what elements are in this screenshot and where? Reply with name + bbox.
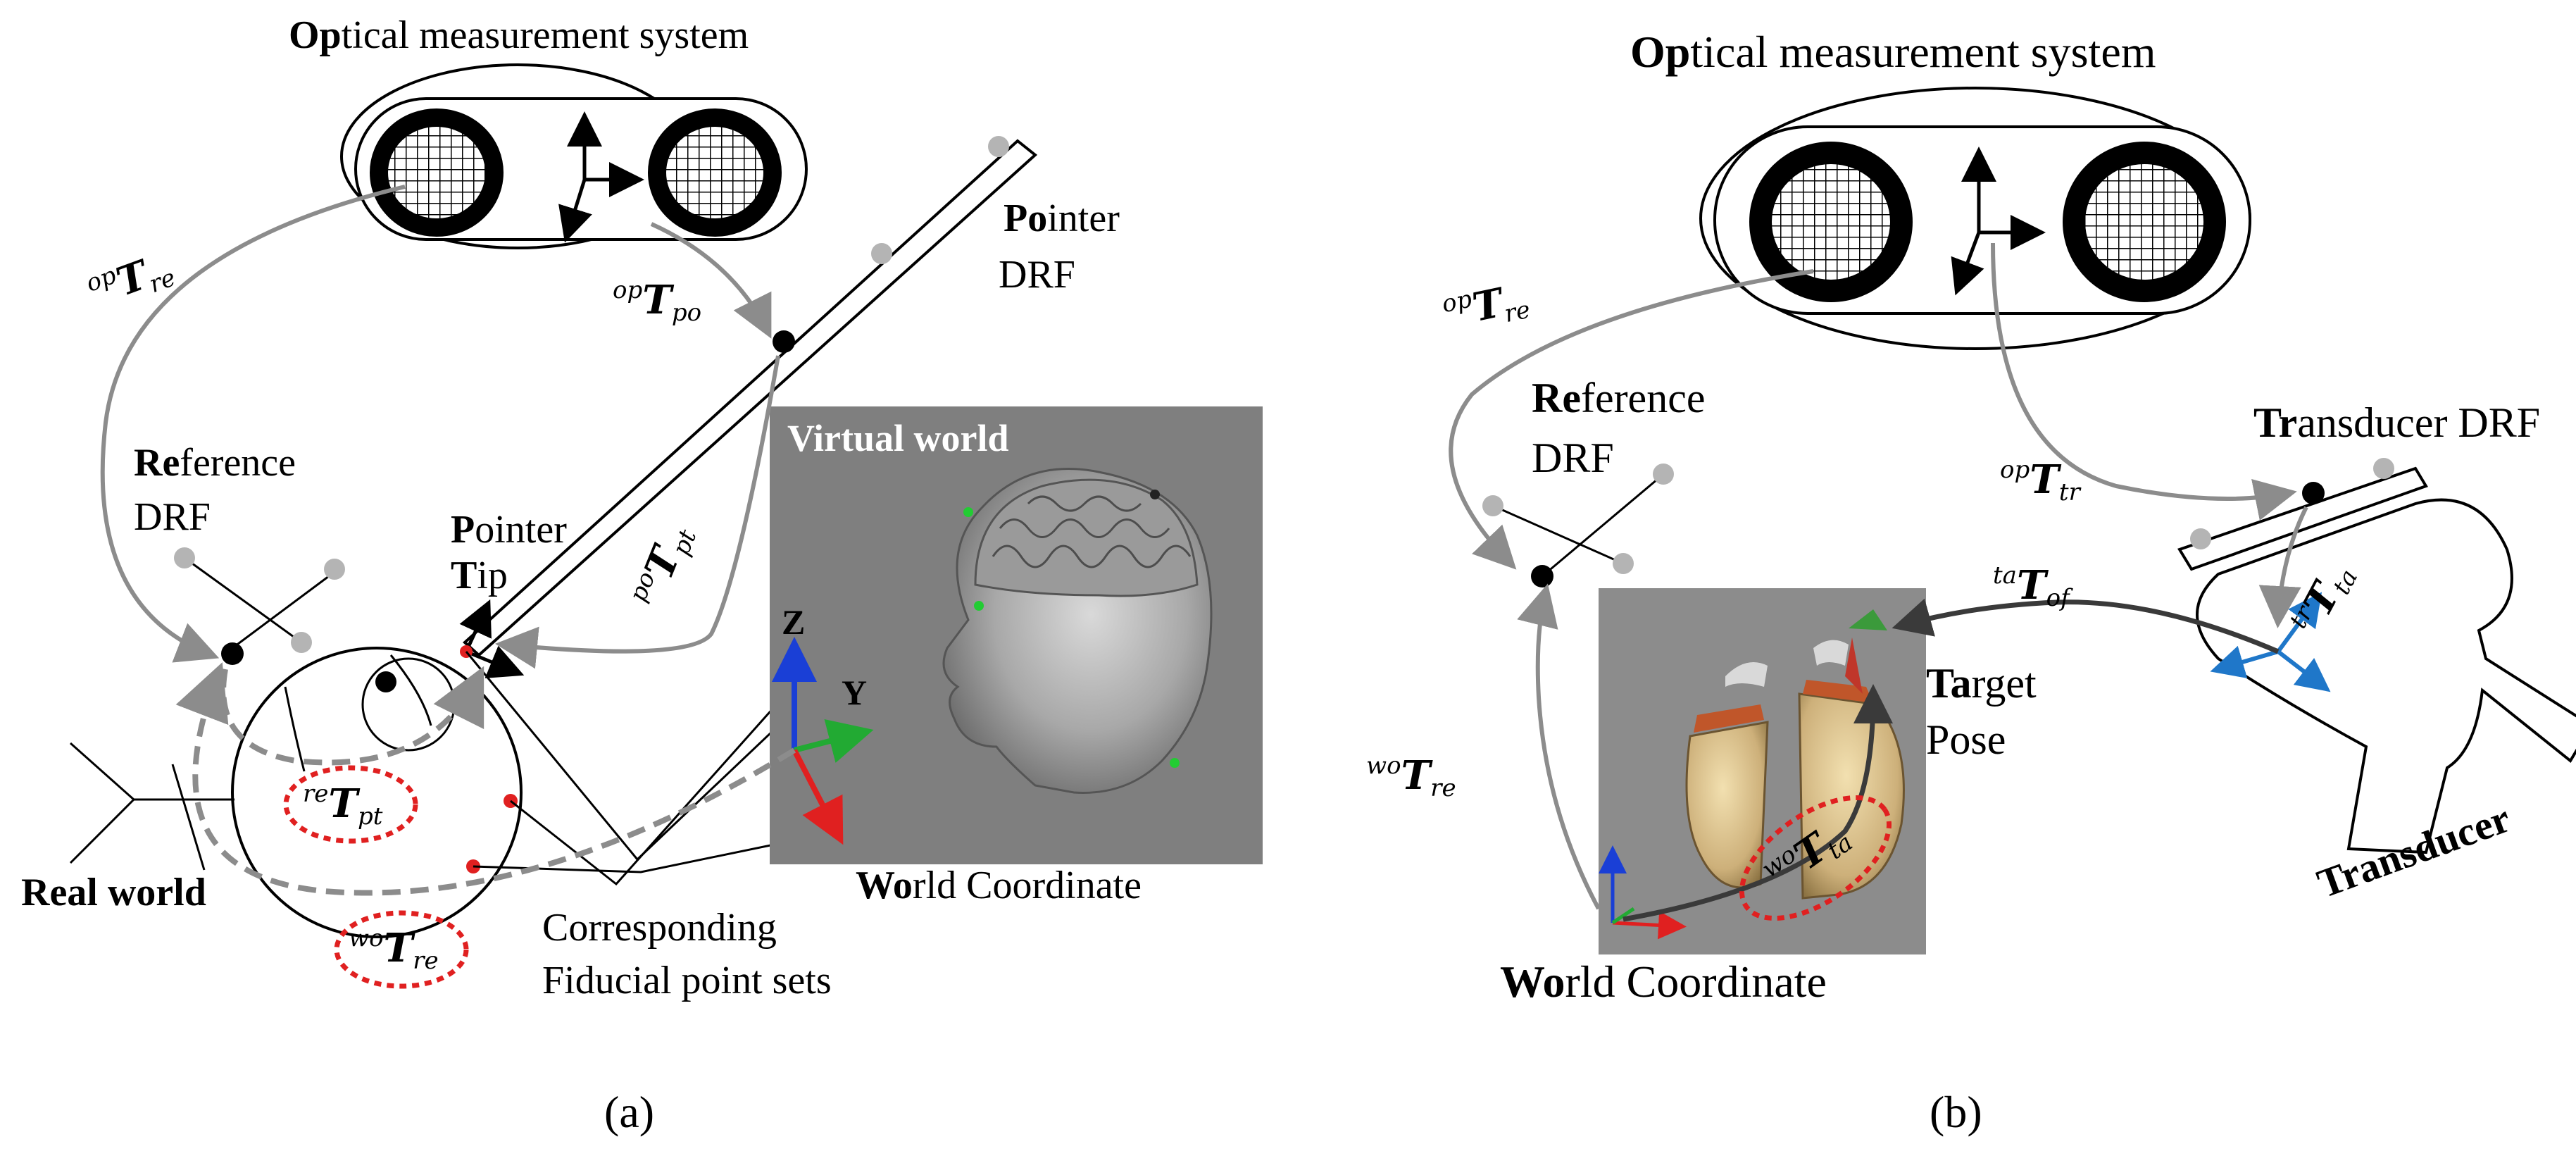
arrow-ta-of-b [1892,598,2280,654]
panel-a: Optical measurement system Pointer DRF P… [21,13,1263,1137]
t-wo-re-label-a: woTre [349,924,439,975]
real-head-inner-circle [361,657,456,752]
t-op-re-label-b: opTre [1439,273,1533,340]
transducer-marker-1 [2190,528,2211,549]
virtual-fiducial-1 [963,507,973,517]
t-ta-of-label-b: taTof [1993,561,2073,612]
optical-system-title-b: Optical measurement system [1630,27,2156,77]
arrow-op-po-a [650,222,772,339]
virtual-world-axes: Z Y [772,602,874,845]
t-op-po-label-a: opTpo [613,276,701,327]
reference-marker-2-a [324,559,345,580]
optical-system-b: Optical measurement system [1630,27,2251,350]
arrow-po-pt-a [495,355,780,669]
pointer-drf-origin [773,330,795,353]
optical-system-title-a: Optical measurement system [289,13,749,57]
pointer-marker-2 [871,243,892,264]
real-world-head: Real world [21,647,523,938]
target-pose-label: Target [1926,660,2037,707]
camera-lens-left-b [1749,142,1913,302]
face-cut-left [1694,704,1764,733]
pointer-tip-label: Pointer [451,508,567,552]
virtual-fiducial-2 [974,601,984,611]
optical-system-a: Optical measurement system [289,13,808,249]
world-coordinate-label-b: World Coordinate [1500,957,1827,1007]
reference-marker-1-a [174,547,195,568]
brain-gyri [992,495,1192,568]
pointer-tip-in-head [375,671,396,692]
t-wo-re-label-b: woTre [1366,752,1456,802]
arrow-wo-ta-b [1622,684,1893,922]
arrow-op-re-b [1449,269,1814,570]
fiducial-sets-label: Fiducial point sets [542,959,832,1002]
virtual-world-panel: Virtual world Z Y [770,406,1263,864]
real-world-body [69,742,235,871]
t-po-pt-label-a: poTpt [624,517,703,614]
panel-b-letter: (b) [1930,1087,1982,1137]
reference-origin-b [1531,565,1553,587]
arrow-tr-ta-b [2258,506,2308,628]
reference-origin-a [221,642,244,665]
skull-fragment-1 [1725,662,1768,687]
panel-b: Optical measurement system Reference DRF [1366,27,2576,1137]
axis-y-label: Y [842,673,867,712]
reference-marker-2-b [1653,464,1674,485]
panel-a-letter: (a) [604,1087,654,1137]
t-op-tr-label-b: opTtr [2000,456,2082,506]
reference-drf-label-a-line2: DRF [134,495,211,539]
transducer-device: Transducer [2177,458,2576,907]
transducer-drf-origin [2302,482,2325,504]
pointer-marker-1 [988,136,1009,157]
world-image-panel-b [1599,588,1926,954]
pointer-tool: Pointer DRF [463,136,1120,657]
arrow-re-pt-dashed [220,666,484,766]
camera-lens-right-a [648,108,782,237]
world-axis-x-b [1612,911,1687,940]
virtual-fiducial-3 [1170,758,1180,768]
highlight-wo-ta-b [1739,795,1892,921]
transducer-body [2196,498,2576,854]
reference-marker-3-b [1613,553,1634,574]
arrow-op-re-a [100,185,406,663]
real-head-outline [231,647,523,938]
world-axis-y-b [1611,907,1635,925]
reference-drf-label-b: Reference [1532,375,1705,421]
reference-drf-label-b-line2: DRF [1532,435,1614,481]
pointer-tip-label-line2: Tip [451,554,508,597]
world-coordinate-label-a: World Coordinate [856,864,1142,907]
camera-lens-left-a [370,108,504,237]
pointer-drf-label-line2: DRF [999,253,1075,297]
transducer-drf-label: Transducer DRF [2253,399,2540,446]
target-pose-red [1845,638,1863,694]
axis-z-label: Z [782,602,805,642]
target-pose-label-line2: Pose [1926,716,2006,763]
arrow-wo-re-dashed [175,662,796,896]
camera-lens-right-b [2063,142,2226,302]
arrow-op-tr-b [1991,242,2297,521]
reference-marker-3-a [291,632,312,653]
highlight-wo-re-a [334,910,469,989]
optical-frame-axes-b [1951,147,2046,296]
reference-drf-b: Reference DRF [1482,375,1705,587]
corresponding-label: Corresponding [542,906,777,950]
pointer-drf-label: Pointer [1003,197,1120,240]
arrow-wo-re-b [1517,583,1601,910]
target-pose-green [1849,609,1887,630]
t-op-re-label-a: opTre [82,242,180,319]
reference-drf-a: Reference DRF [134,441,345,665]
t-re-pt-label: reTpt [303,780,383,831]
highlight-re-pt [283,765,418,844]
reference-marker-1-b [1482,495,1503,516]
virtual-fiducial-4 [1150,490,1160,499]
skull-fragment-2 [1813,640,1849,666]
real-world-label: Real world [21,871,206,914]
virtual-world-title: Virtual world [787,417,1008,459]
transducer-marker-2 [2373,458,2394,479]
optical-frame-axes-a [558,111,644,243]
reference-drf-label-a: Reference [134,441,296,485]
